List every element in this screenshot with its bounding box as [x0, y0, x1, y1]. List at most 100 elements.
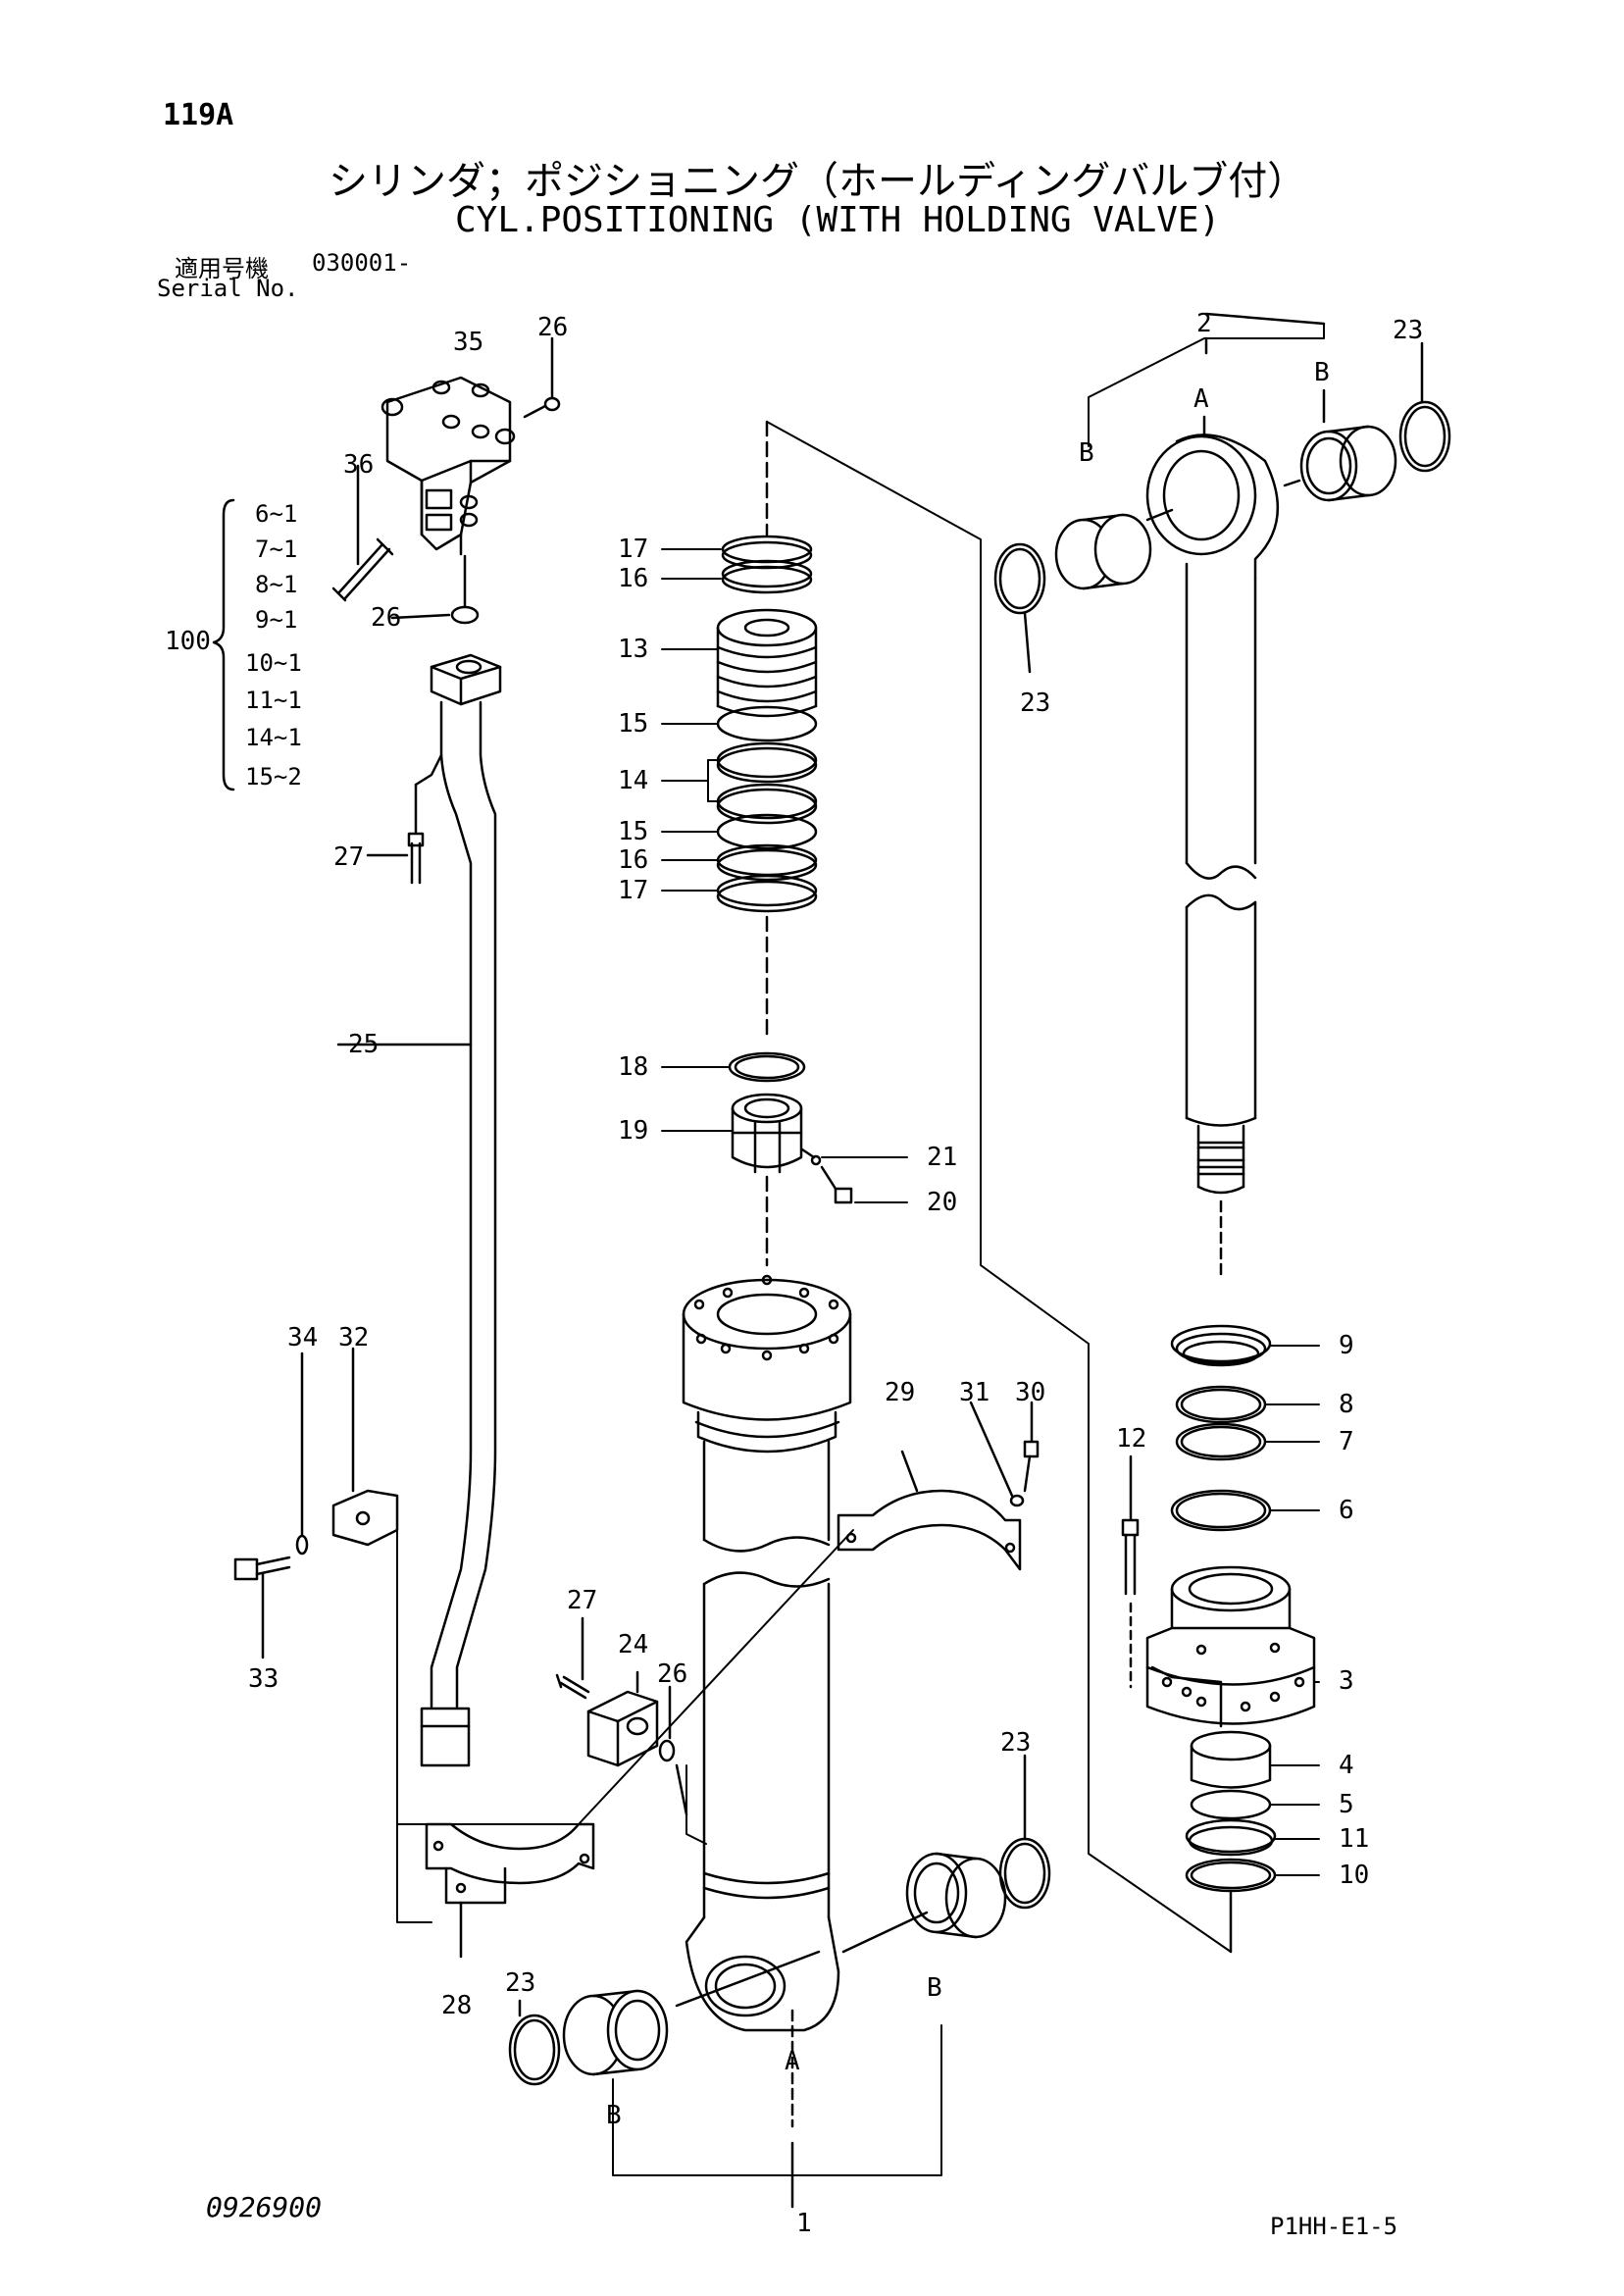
callout-18: 18	[618, 1052, 648, 1082]
bolt-part-33	[233, 1556, 291, 1659]
bushing-top-right	[1299, 425, 1397, 502]
ref-letter-B-top-left: B	[1079, 438, 1094, 468]
callout-23-top-left: 23	[1020, 689, 1050, 718]
kit-item: 15~2	[245, 763, 302, 791]
callout-6: 6	[1339, 1496, 1354, 1525]
set-screw-part-20	[820, 1165, 853, 1204]
callout-16-top: 16	[618, 564, 648, 593]
callout-32: 32	[338, 1323, 369, 1352]
bolt-part-30	[1023, 1401, 1040, 1493]
title-japanese: シリンダ；ポジショニング（ホールディングバルブ付）	[329, 159, 1307, 204]
callout-27-top: 27	[333, 842, 364, 872]
callout-35: 35	[453, 328, 483, 357]
callout-23-bottom-right: 23	[1000, 1728, 1031, 1758]
kit-brace	[212, 498, 235, 791]
callout-2: 2	[1196, 309, 1212, 338]
backup-ring-part-15-top	[716, 705, 818, 742]
kit-item: 8~1	[255, 571, 297, 598]
callout-20: 20	[927, 1188, 957, 1217]
backup-ring-part-15-bottom	[716, 813, 818, 850]
seal-ring-part-14	[716, 741, 818, 825]
callout-9: 9	[1339, 1331, 1354, 1360]
ring-part-23-top-left	[993, 542, 1046, 615]
holding-valve-part-35	[381, 376, 516, 556]
document-number: 0926900	[206, 2191, 323, 2223]
callout-5: 5	[1339, 1790, 1354, 1819]
callout-34: 34	[287, 1323, 318, 1352]
callout-26-middle: 26	[371, 603, 401, 633]
serial-number-value: 030001-	[312, 249, 412, 277]
bolt-part-27-b	[555, 1616, 590, 1700]
ref-letter-B-bottom-right: B	[927, 1973, 942, 2003]
ref-letter-B-top-right: B	[1314, 358, 1330, 387]
bushing-bottom-right	[905, 1852, 1007, 1939]
callout-13: 13	[618, 635, 648, 664]
callout-23-top-right: 23	[1393, 316, 1423, 345]
seal-ring-part-16-top	[721, 559, 813, 594]
ring-part-23-top-right	[1398, 400, 1451, 473]
page-id: 119A	[163, 98, 234, 132]
callout-8: 8	[1339, 1390, 1354, 1419]
clamp-part-28	[425, 1822, 595, 1959]
callout-11: 11	[1339, 1824, 1369, 1854]
bushing-bottom-left	[562, 1989, 669, 2076]
callout-15-top: 15	[618, 709, 648, 739]
ring-part-7	[1175, 1422, 1267, 1461]
callout-3: 3	[1339, 1666, 1354, 1696]
bushing-top-left	[1054, 513, 1152, 590]
ring-part-8	[1175, 1385, 1267, 1424]
ring-part-23-bottom-left	[508, 2014, 561, 2086]
title-english: CYL.POSITIONING (WITH HOLDING VALVE)	[455, 200, 1221, 240]
callout-16-bottom: 16	[618, 845, 648, 875]
ring-part-6	[1170, 1489, 1272, 1532]
kit-item: 10~1	[245, 649, 302, 677]
callout-26-bottom: 26	[657, 1659, 687, 1689]
o-ring-part-18	[728, 1051, 806, 1083]
kit-item: 14~1	[245, 724, 302, 751]
ref-letter-B-bottom-left: B	[606, 2101, 622, 2130]
o-ring-part-26-c	[658, 1739, 676, 1762]
washer-part-31	[1009, 1494, 1025, 1507]
seal-part-9	[1170, 1324, 1272, 1367]
ref-letter-A-bottom: A	[785, 2047, 800, 2076]
pipe-flange-block	[430, 653, 502, 706]
callout-33: 33	[248, 1664, 279, 1694]
bolt-part-27-a	[366, 753, 443, 885]
callout-12: 12	[1116, 1424, 1146, 1454]
ref-letter-A-top: A	[1193, 384, 1209, 414]
callout-30: 30	[1015, 1378, 1045, 1407]
clamp-part-29	[837, 1450, 1022, 1571]
nut-part-19	[731, 1093, 803, 1174]
callout-28: 28	[441, 1991, 472, 2020]
callout-29: 29	[885, 1378, 915, 1407]
piston-part-13	[716, 608, 818, 718]
kit-item: 7~1	[255, 536, 297, 563]
callout-27-bottom: 27	[567, 1586, 597, 1615]
ring-part-10	[1185, 1858, 1277, 1893]
seal-ring-part-17-top	[721, 535, 813, 570]
block-part-32	[331, 1347, 399, 1547]
seal-part-11	[1185, 1818, 1277, 1857]
serial-label-english: Serial No.	[157, 275, 299, 302]
fitting-block-part-24	[586, 1670, 659, 1767]
sheet-code: P1HH-E1-5	[1270, 2213, 1398, 2240]
callout-4: 4	[1339, 1751, 1354, 1780]
callout-19: 19	[618, 1116, 648, 1146]
callout-26-top: 26	[537, 313, 568, 342]
callout-7: 7	[1339, 1427, 1354, 1456]
callout-17-bottom: 17	[618, 876, 648, 905]
callout-15-bottom: 15	[618, 817, 648, 846]
serial-label-japanese: 適用号機	[175, 255, 269, 282]
cylinder-tube-part-1	[682, 1274, 852, 2032]
ring-part-23-bottom-right	[998, 1837, 1051, 1910]
cylinder-head-part-3	[1145, 1565, 1316, 1728]
callout-31: 31	[959, 1378, 990, 1407]
callout-10: 10	[1339, 1861, 1369, 1890]
ring-part-5	[1190, 1789, 1272, 1820]
callout-14: 14	[618, 766, 648, 795]
callout-17-top: 17	[618, 535, 648, 564]
o-ring-part-26-a	[543, 396, 561, 412]
kit-item: 9~1	[255, 606, 297, 634]
washer-part-34	[295, 1534, 309, 1556]
